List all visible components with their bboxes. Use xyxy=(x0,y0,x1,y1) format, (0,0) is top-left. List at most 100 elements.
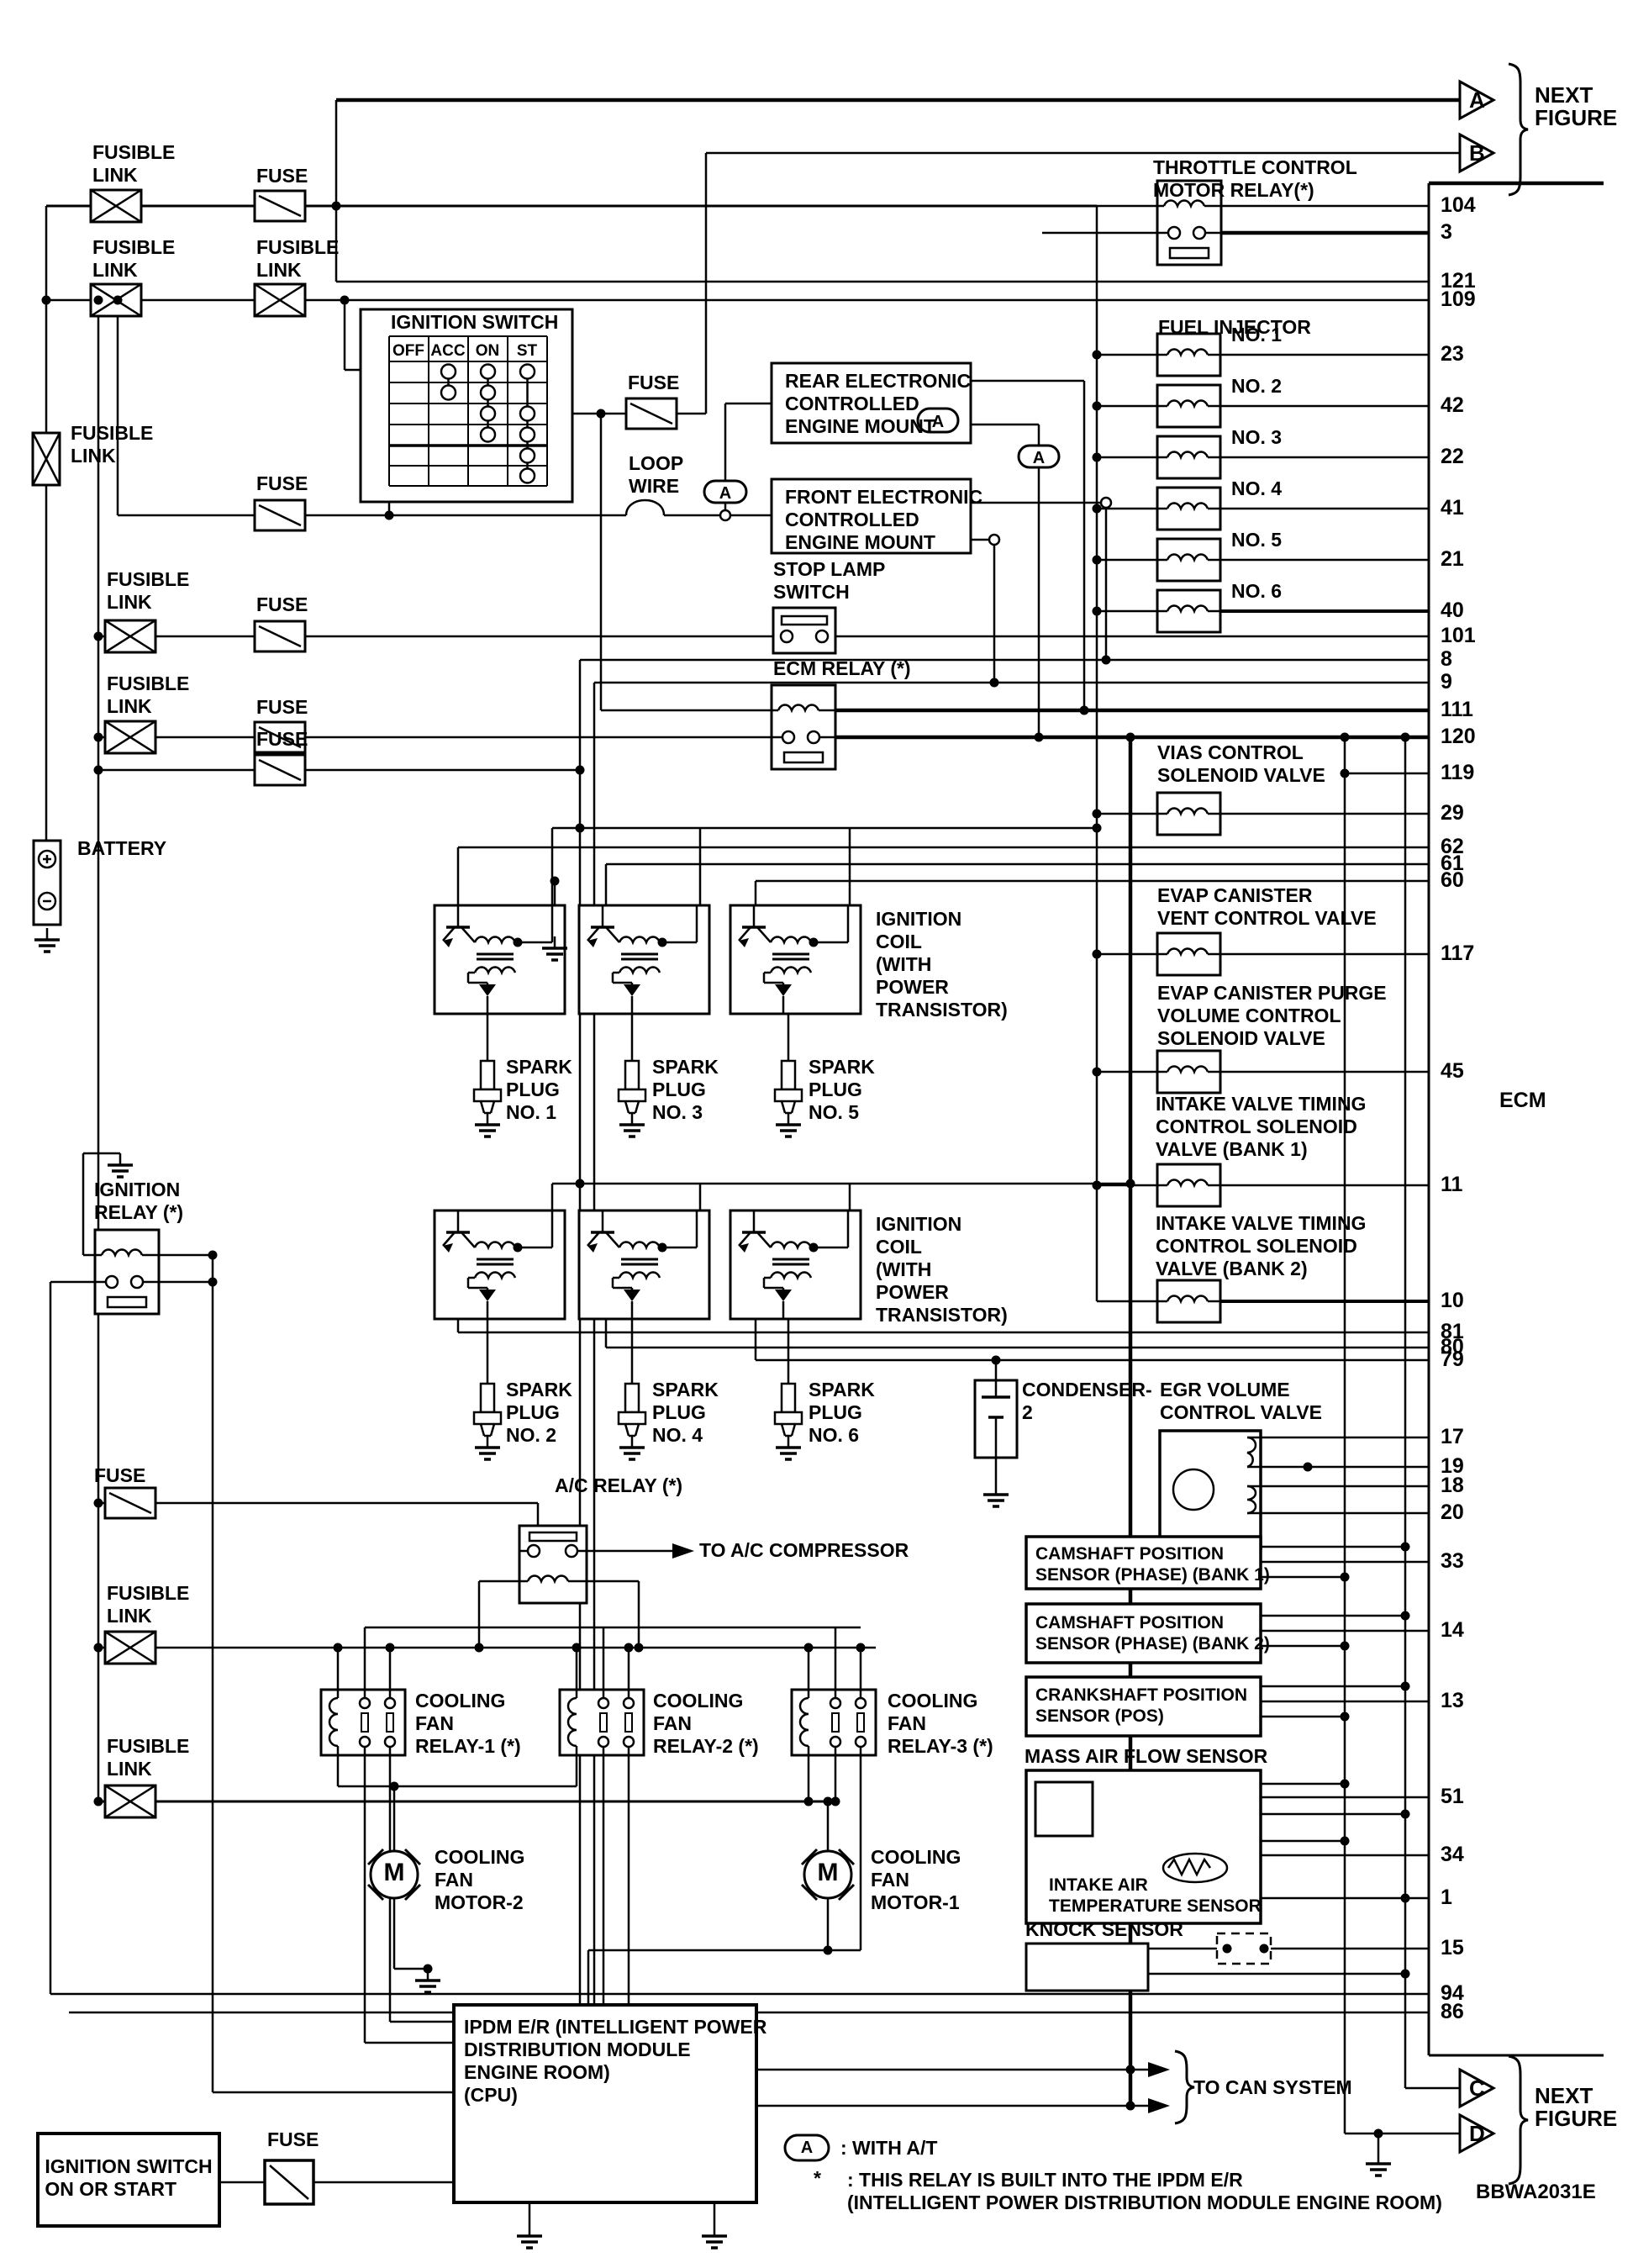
spark-plug-2-label: SPARK PLUG NO. 2 xyxy=(506,1379,572,1446)
throttle-relay-label: THROTTLE CONTROL MOTOR RELAY(*) xyxy=(1153,156,1357,201)
ecm-pin-104: 104 xyxy=(1441,193,1476,217)
ignition-switch-on-start-label: IGNITION SWITCH ON OR START xyxy=(45,2155,213,2200)
ecm-pin-23: 23 xyxy=(1441,342,1464,366)
fuse-4-label: FUSE xyxy=(256,593,308,615)
injector-no4-label: NO. 4 xyxy=(1231,477,1283,499)
ecm-pin-41: 41 xyxy=(1441,496,1464,520)
oval-a-loop-letter: A xyxy=(719,484,732,503)
ignition-switch-title: IGNITION SWITCH xyxy=(391,311,559,333)
cooling-fan-relay-2-label: COOLING FAN RELAY-2 (*) xyxy=(653,1690,759,1757)
fusible-link-1-label: FUSIBLE LINK xyxy=(92,141,176,186)
next-figure-top-label: NEXT FIGURE xyxy=(1535,82,1618,130)
knock-label: KNOCK SENSOR xyxy=(1025,1918,1183,1940)
connector-a-letter: A xyxy=(1469,87,1485,113)
ecm-pin-40: 40 xyxy=(1441,599,1464,622)
ecm-pin-1: 1 xyxy=(1441,1886,1452,1909)
ecm-pin-94: 94 xyxy=(1441,1981,1464,2005)
junctions xyxy=(41,201,1410,2139)
condenser-label: CONDENSER- 2 xyxy=(1022,1379,1152,1423)
ecm-pin-45: 45 xyxy=(1441,1059,1464,1083)
loop-wire xyxy=(624,444,1061,516)
loop-wire-label: LOOP WIRE xyxy=(629,452,684,497)
ecm-pin-81: 81 xyxy=(1441,1320,1464,1343)
ecm-pin-111: 111 xyxy=(1441,698,1473,721)
injector-no5-label: NO. 5 xyxy=(1231,529,1283,551)
ecm-pin-60: 60 xyxy=(1441,868,1464,892)
ign-col-acc: ACC xyxy=(430,342,466,360)
ecm-pin-15: 15 xyxy=(1441,1936,1464,1959)
oval-a-right-letter: A xyxy=(1032,449,1046,467)
injector-no1-label: NO. 1 xyxy=(1231,324,1283,345)
connector-c-letter: C xyxy=(1469,2075,1485,2101)
ecm-pin-80: 80 xyxy=(1441,1335,1464,1358)
ecm-pin-19: 19 xyxy=(1441,1454,1464,1478)
oval-a-rear-letter: A xyxy=(931,413,945,431)
spark-plug-6-label: SPARK PLUG NO. 6 xyxy=(809,1379,875,1446)
fuse-3-label: FUSE xyxy=(256,472,308,494)
ignition-switch xyxy=(359,308,574,504)
battery-label: BATTERY xyxy=(77,837,167,859)
ecm-relay-label: ECM RELAY (*) xyxy=(773,657,911,679)
cooling-fan-relay-1-label: COOLING FAN RELAY-1 (*) xyxy=(415,1690,521,1757)
ecm-pin-42: 42 xyxy=(1441,393,1464,417)
fusible-link-b2-label: FUSIBLE LINK xyxy=(107,1735,190,1780)
vias-label: VIAS CONTROL SOLENOID VALVE xyxy=(1157,741,1325,786)
engine-mounts xyxy=(770,361,972,555)
ecm-pin-8: 8 xyxy=(1441,647,1452,671)
camshaft-bank2-label: CAMSHAFT POSITION SENSOR (PHASE) (BANK 2… xyxy=(1035,1613,1270,1654)
fuse-6-label: FUSE xyxy=(256,728,308,750)
note-a-letter: A xyxy=(800,2139,814,2157)
next-figure-bottom-label: NEXT FIGURE xyxy=(1535,2083,1618,2131)
grounds-misc xyxy=(108,936,1391,2177)
front-mount-label: FRONT ELECTRONIC CONTROLLED ENGINE MOUNT xyxy=(785,486,983,553)
cooling-fan-motor-1-label: COOLING FAN MOTOR-1 xyxy=(871,1846,961,1913)
connectors xyxy=(672,62,1529,2186)
ac-relay-label: A/C RELAY (*) xyxy=(555,1474,683,1496)
ecm-pin-101: 101 xyxy=(1441,624,1476,647)
injectors-and-solenoids xyxy=(1156,332,1222,1324)
spark-plug-5-label: SPARK PLUG NO. 5 xyxy=(809,1056,875,1123)
maf-label: MASS AIR FLOW SENSOR xyxy=(1025,1745,1268,1767)
to-can-system-label: TO CAN SYSTEM xyxy=(1193,2076,1352,2098)
fusible-link-rot-label: FUSIBLE LINK xyxy=(71,422,154,467)
battery xyxy=(32,839,62,953)
rear-mount-label: REAR ELECTRONIC CONTROLLED ENGINE MOUNT xyxy=(785,370,972,437)
ecm-pin-33: 33 xyxy=(1441,1549,1464,1573)
cooling-fan-motors xyxy=(366,1848,856,1994)
note-a-text: : WITH A/T xyxy=(840,2137,938,2159)
ecm-pin-10: 10 xyxy=(1441,1289,1464,1312)
ecm-pin-22: 22 xyxy=(1441,445,1464,468)
cooling-fan-relay-3-label: COOLING FAN RELAY-3 (*) xyxy=(888,1690,993,1757)
ecm-pin-121: 121 xyxy=(1441,269,1476,293)
fuse-ac-label: FUSE xyxy=(94,1464,146,1486)
ign-col-on: ON xyxy=(475,342,500,360)
fusible-link-3-label: FUSIBLE LINK xyxy=(256,236,340,281)
fusible-link-4-label: FUSIBLE LINK xyxy=(107,568,190,613)
evap-vent-label: EVAP CANISTER VENT CONTROL VALVE xyxy=(1157,884,1377,929)
stop-lamp-label: STOP LAMP SWITCH xyxy=(773,558,886,603)
motor-2-letter: M xyxy=(383,1859,405,1886)
ecm-pin-79: 79 xyxy=(1441,1348,1464,1371)
fuel-injector-label: FUEL INJECTOR xyxy=(1158,316,1311,338)
note-star-symbol: * xyxy=(814,2167,821,2189)
egr-valve xyxy=(1158,1429,1262,1550)
ecm-pin-14: 14 xyxy=(1441,1618,1464,1642)
ignition-coils xyxy=(433,904,862,1461)
fusible-link-5-label: FUSIBLE LINK xyxy=(107,672,190,717)
ecm-pin-62: 62 xyxy=(1441,835,1464,858)
ipdm-label: IPDM E/R (INTELLIGENT POWER DISTRIBUTION… xyxy=(464,2016,767,2106)
evap-purge-label: EVAP CANISTER PURGE VOLUME CONTROL SOLEN… xyxy=(1157,982,1387,1049)
diagram-code: BBWA2031E xyxy=(1476,2181,1596,2203)
ecm-label: ECM xyxy=(1499,1089,1546,1112)
ignition-coil-1-label: IGNITION COIL (WITH POWER TRANSISTOR) xyxy=(876,908,1008,1021)
ecm-pin-11: 11 xyxy=(1441,1173,1463,1196)
ecm-pin-34: 34 xyxy=(1441,1843,1464,1866)
injector-no6-label: NO. 6 xyxy=(1231,580,1283,602)
ignition-coil-2-label: IGNITION COIL (WITH POWER TRANSISTOR) xyxy=(876,1213,1008,1326)
fusible-link-2-label: FUSIBLE LINK xyxy=(92,236,176,281)
relays xyxy=(93,179,1223,1757)
to-ac-compressor-label: TO A/C COMPRESSOR xyxy=(699,1539,909,1561)
injector-no2-label: NO. 2 xyxy=(1231,375,1283,397)
